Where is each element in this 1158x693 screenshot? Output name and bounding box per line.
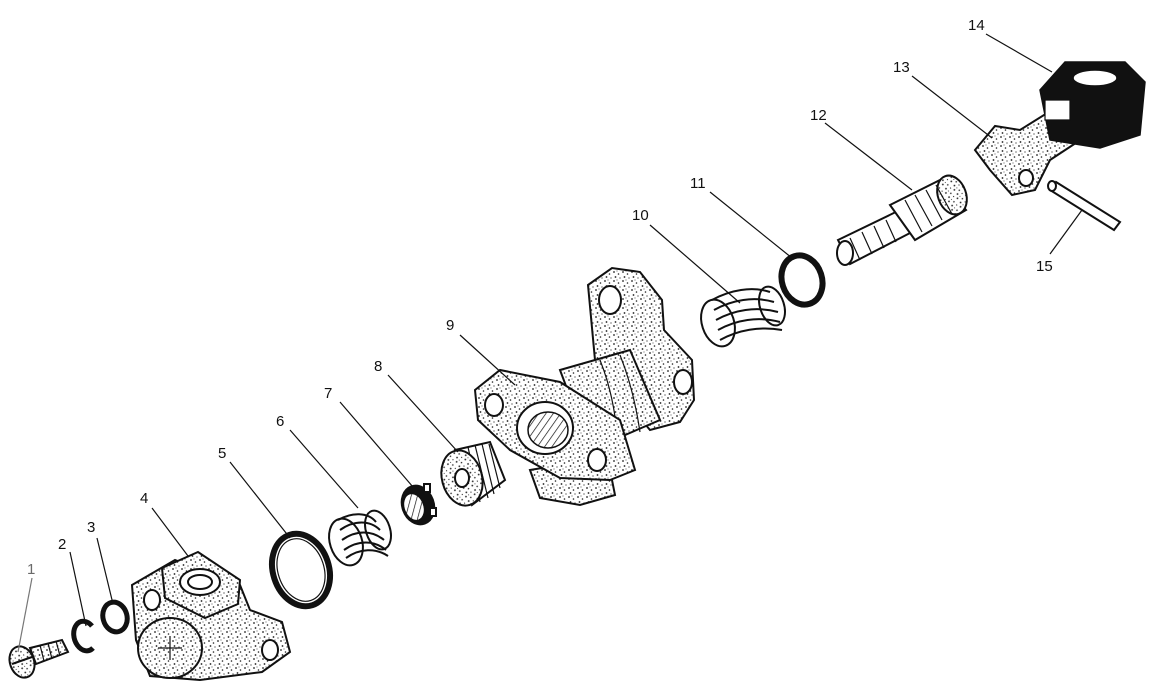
leader-7: [339, 401, 414, 488]
part-15-pin: [1047, 180, 1122, 232]
leader-5: [229, 461, 291, 539]
callout-5: 5: [218, 445, 226, 462]
leader-2: [69, 551, 87, 627]
part-12-valve-stem: [836, 174, 968, 266]
callout-13: 13: [893, 59, 910, 76]
part-4-union-body: [130, 550, 292, 682]
leader-lines: [17, 33, 1083, 653]
callout-10: 10: [632, 207, 649, 224]
leader-8: [387, 374, 459, 453]
part-11-o-ring: [778, 252, 826, 308]
callout-14: 14: [968, 17, 985, 34]
callout-labels: 1 2 3 4 5 6 7 8 9 10 11 12 13 14 15: [27, 17, 1053, 578]
part-7-valve-cage: [400, 483, 437, 526]
leader-3: [96, 537, 114, 605]
callout-9: 9: [446, 317, 454, 334]
part-9-valve-housing: [473, 266, 696, 507]
callout-4: 4: [140, 490, 148, 507]
callout-1: 1: [27, 561, 35, 578]
callout-8: 8: [374, 358, 382, 375]
leader-1: [17, 577, 33, 653]
leader-13: [911, 75, 993, 139]
part-5-o-ring: [269, 530, 333, 610]
callout-15: 15: [1036, 258, 1053, 275]
callout-12: 12: [810, 107, 827, 124]
leader-11: [709, 191, 793, 259]
part-8-knurled-bushing: [440, 440, 507, 507]
callout-2: 2: [58, 536, 66, 553]
callout-7: 7: [324, 385, 332, 402]
leader-15: [1049, 209, 1083, 255]
callout-11: 11: [690, 175, 706, 192]
part-1-slotted-screw: [8, 638, 70, 679]
part-3-washer: [100, 599, 130, 635]
leader-6: [289, 429, 359, 509]
part-6-spring: [328, 509, 392, 567]
callout-6: 6: [276, 413, 284, 430]
part-14-handle-knob: [1039, 61, 1146, 149]
part-2-split-ring: [71, 618, 95, 654]
leader-14: [985, 33, 1053, 73]
leader-9: [459, 334, 516, 386]
part-10-spring: [700, 285, 786, 348]
leader-4: [151, 507, 189, 557]
callout-3: 3: [87, 519, 95, 536]
leader-10: [649, 224, 741, 304]
leader-12: [824, 122, 913, 191]
